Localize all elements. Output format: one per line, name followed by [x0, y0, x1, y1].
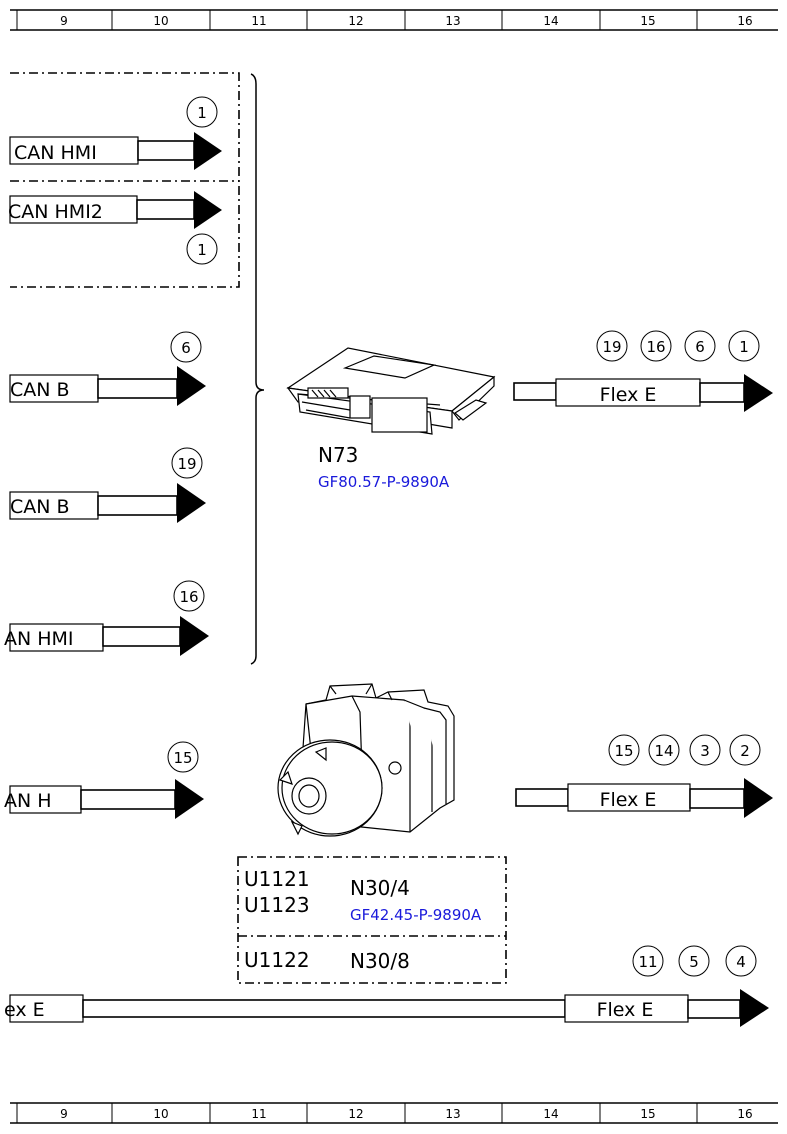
ref-circle[interactable]: 1 — [728, 330, 760, 362]
ref-circle[interactable]: 19 — [171, 447, 203, 479]
bus-label-flex-e: Flex E — [597, 999, 654, 1021]
svg-text:14: 14 — [654, 742, 673, 760]
component-table — [237, 856, 507, 984]
ruler-bottom-14: 14 — [543, 1107, 558, 1121]
ruler-bottom-10: 10 — [153, 1107, 168, 1121]
bus-an-h[interactable]: AN H — [4, 779, 204, 819]
svg-text:5: 5 — [689, 953, 699, 971]
ref-circle[interactable]: 6 — [170, 331, 202, 363]
component-u1121: U1121 — [244, 867, 310, 891]
ref-circle[interactable]: 5 — [678, 945, 710, 977]
arrow-head-icon — [177, 483, 206, 523]
svg-text:15: 15 — [173, 749, 192, 767]
svg-text:1: 1 — [197, 241, 207, 259]
ruler-top-14: 14 — [543, 14, 558, 28]
svg-text:15: 15 — [614, 742, 633, 760]
ref-circle[interactable]: 15 — [167, 741, 199, 773]
ruler-top-16: 16 — [737, 14, 752, 28]
arrow-head-icon — [744, 374, 773, 412]
bus-label-flex-e: Flex E — [600, 789, 657, 811]
ref-circle[interactable]: 11 — [632, 945, 664, 977]
ref-circle[interactable]: 14 — [648, 734, 680, 766]
ref-circle[interactable]: 16 — [640, 330, 672, 362]
svg-text:6: 6 — [181, 339, 191, 357]
bus-label-an-h: AN H — [4, 790, 52, 812]
bottom-ruler — [10, 1102, 778, 1124]
arrow-head-icon — [180, 616, 209, 656]
bus-can-hmi[interactable]: CAN HMI — [9, 132, 222, 170]
ruler-bottom-15: 15 — [640, 1107, 655, 1121]
ref-circle[interactable]: 15 — [608, 734, 640, 766]
ref-circle[interactable]: 2 — [729, 734, 761, 766]
n73-doc-link[interactable]: GF80.57-P-9890A — [318, 473, 450, 491]
ruler-top-12: 12 — [348, 14, 363, 28]
bus-can-b-2[interactable]: CAN B — [9, 483, 206, 523]
ref-circle[interactable]: 19 — [596, 330, 628, 362]
n30-4-doc-link[interactable]: GF42.45-P-9890A — [350, 906, 482, 924]
flex-e-bus-2[interactable]: Flex E — [515, 778, 773, 818]
bus-an-hmi[interactable]: AN HMI — [4, 616, 209, 656]
n30-8-code: N30/8 — [350, 949, 410, 973]
ruler-bottom-16: 16 — [737, 1107, 752, 1121]
component-u1122: U1122 — [244, 948, 310, 972]
arrow-head-icon — [177, 366, 206, 406]
ruler-top-15: 15 — [640, 14, 655, 28]
ruler-bottom-9: 9 — [60, 1107, 68, 1121]
ruler-top-9: 9 — [60, 14, 68, 28]
bus-can-b-1[interactable]: CAN B — [9, 366, 206, 406]
bus-label-can-hmi2: CAN HMI2 — [8, 201, 103, 223]
bus-label-an-hmi: AN HMI — [4, 628, 74, 650]
svg-text:3: 3 — [700, 742, 710, 760]
svg-text:19: 19 — [177, 455, 196, 473]
ruler-top-11: 11 — [251, 14, 266, 28]
bus-label-can-b: CAN B — [10, 379, 70, 401]
svg-text:19: 19 — [602, 338, 621, 356]
bus-label-ex-e: ex E — [4, 999, 45, 1021]
bus-can-hmi2[interactable]: CAN HMI2 — [8, 191, 222, 229]
ruler-top-13: 13 — [445, 14, 460, 28]
n73-code: N73 — [318, 443, 358, 467]
arrow-head-icon — [175, 779, 204, 819]
arrow-head-icon — [194, 132, 222, 170]
svg-text:1: 1 — [739, 338, 749, 356]
ref-circle[interactable]: 3 — [689, 734, 721, 766]
component-u1123: U1123 — [244, 893, 310, 917]
ruler-bottom-11: 11 — [251, 1107, 266, 1121]
ruler-bottom-12: 12 — [348, 1107, 363, 1121]
n30-4-code: N30/4 — [350, 876, 410, 900]
svg-text:4: 4 — [736, 953, 746, 971]
arrow-head-icon — [740, 989, 769, 1027]
n73-module-icon[interactable] — [286, 347, 496, 435]
ref-circle[interactable]: 16 — [173, 580, 205, 612]
flex-e-bus-3[interactable]: ex E Flex E — [4, 989, 769, 1027]
top-ruler — [10, 9, 778, 31]
ref-circle[interactable]: 4 — [725, 945, 757, 977]
ref-circle[interactable]: 1 — [186, 233, 218, 265]
svg-text:2: 2 — [740, 742, 750, 760]
abs-unit-icon[interactable] — [277, 683, 455, 837]
svg-text:6: 6 — [695, 338, 705, 356]
ruler-top-10: 10 — [153, 14, 168, 28]
bus-label-can-b: CAN B — [10, 496, 70, 518]
arrow-head-icon — [194, 191, 222, 229]
svg-text:11: 11 — [638, 953, 657, 971]
hmi-group-box — [10, 72, 240, 288]
svg-text:1: 1 — [197, 104, 207, 122]
ruler-bottom-13: 13 — [445, 1107, 460, 1121]
ref-circle[interactable]: 1 — [186, 96, 218, 128]
grouping-brace — [250, 73, 265, 665]
bus-label-can-hmi: CAN HMI — [14, 142, 97, 164]
flex-e-bus-1[interactable]: Flex E — [513, 374, 773, 412]
svg-text:16: 16 — [646, 338, 665, 356]
arrow-head-icon — [744, 778, 773, 818]
svg-text:16: 16 — [179, 588, 198, 606]
ref-circle[interactable]: 6 — [684, 330, 716, 362]
bus-label-flex-e: Flex E — [600, 384, 657, 406]
